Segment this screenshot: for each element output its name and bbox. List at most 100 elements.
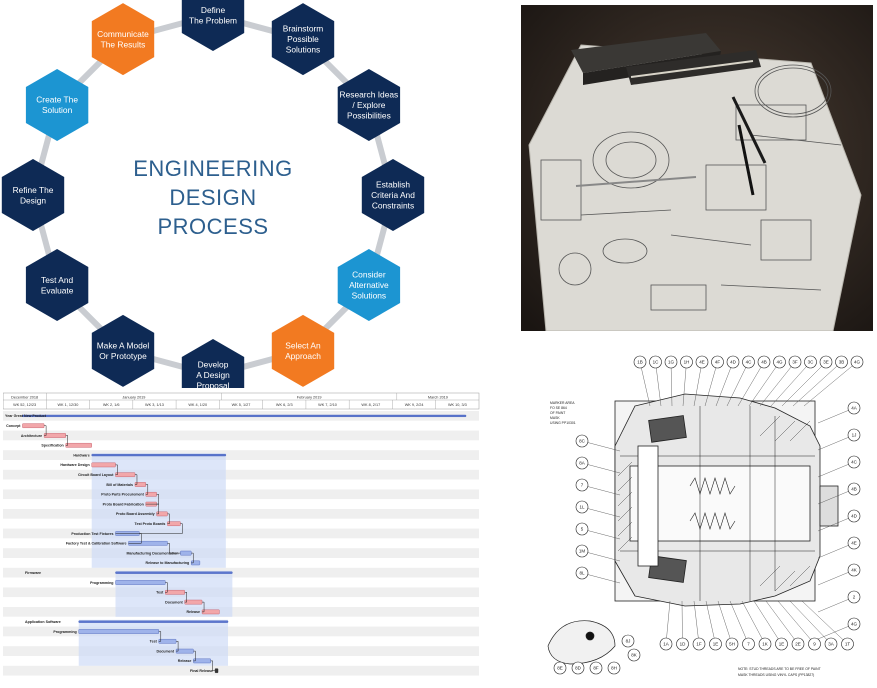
callout-label: 3E <box>823 360 829 365</box>
design-process-diagram: DefineThe ProblemBrainstormPossibleSolut… <box>0 0 515 388</box>
task-label: Circuit Board Layout <box>78 473 114 477</box>
step-label-line: A Design <box>196 370 230 380</box>
task-bar <box>92 463 116 467</box>
week-label: WK 8, 2/17 <box>361 403 380 407</box>
callout-label: 4E <box>851 541 857 546</box>
callout-label: 1J <box>852 433 857 438</box>
gantt-row <box>3 509 479 519</box>
task-label: Programming <box>53 630 76 634</box>
marker-note-line-5: USING PP10301 <box>550 421 576 425</box>
callout-label: 4K <box>851 568 857 573</box>
step-label-line: Or Prototype <box>99 351 147 361</box>
callout-bubble: 8E <box>554 662 566 674</box>
callout-label: 3C <box>808 360 815 365</box>
task-label: Concept <box>6 424 21 428</box>
gantt-chart-canvas: December 2018January 2019February 2019Ma… <box>3 392 481 680</box>
callout-bubble: 8K <box>628 649 640 661</box>
callout-label: 1L <box>579 505 585 510</box>
callout-label: 1M <box>579 549 586 554</box>
callout-label: 4G <box>776 360 783 365</box>
task-label: Architecture <box>21 434 42 438</box>
task-label: Release to Manufacturing <box>146 561 190 565</box>
callout-label: 3A <box>828 642 834 647</box>
step-label-line: Constraints <box>372 201 414 211</box>
task-bar <box>79 621 228 623</box>
center-title-line-3: PROCESS <box>157 214 268 239</box>
task-label: Proto Parts Procurement <box>101 493 144 497</box>
month-label: March 2019 <box>428 395 448 399</box>
process-step-1: DefineThe Problem <box>182 0 244 51</box>
week-label: WK 6, 2/3 <box>276 403 293 407</box>
week-label: WK 52, 12/23 <box>13 403 36 407</box>
callout-label: 4B <box>851 487 857 492</box>
task-label: Release <box>178 659 192 663</box>
center-title-line-2: DESIGN <box>169 185 256 210</box>
gantt-row <box>3 587 479 597</box>
task-label: Test <box>150 640 158 644</box>
center-title-line-1: ENGINEERING <box>133 156 293 181</box>
step-label-line: The Results <box>101 39 146 49</box>
task-label: Year Great New Product <box>5 414 47 418</box>
bottom-note-line-2: MASK THREADS USING VINYL CAPS (PP13827) <box>738 673 814 677</box>
week-label: WK 1, 12/30 <box>57 403 78 407</box>
step-label-line: Design <box>20 195 46 205</box>
callout-bubble: 1F <box>693 601 705 650</box>
callout-label: 1H <box>684 360 690 365</box>
callout-bubble: 1B <box>634 356 650 406</box>
callout-bubble: 1A <box>660 601 672 650</box>
callout-label: 4A <box>851 406 857 411</box>
task-label: Document <box>165 600 183 604</box>
step-label-line: Communicate <box>97 29 149 39</box>
task-label: Factory Test & Calibration Software <box>66 542 127 546</box>
gantt-row <box>3 646 479 656</box>
callout-label: 4C <box>746 360 753 365</box>
task-bar <box>22 415 466 417</box>
callout-label: 1D <box>680 642 687 647</box>
gantt-row <box>3 548 479 558</box>
callout-label: 1E <box>713 642 719 647</box>
marker-note-line-2: FO SE 864 <box>550 406 567 410</box>
step-label-line: Make A Model <box>97 341 150 351</box>
task-bar <box>66 443 92 447</box>
task-bar <box>79 629 159 633</box>
callout-label: 2E <box>795 642 801 647</box>
callout-label: 8F <box>593 666 599 671</box>
step-label-line: Proposal <box>196 381 229 389</box>
callout-label: 4C <box>851 460 858 465</box>
task-bar <box>116 473 135 477</box>
task-label: Proto Board Assembly <box>116 512 155 516</box>
callout-label: 1A <box>663 642 669 647</box>
callout-bubble: 4A <box>818 402 860 423</box>
task-label: Test <box>156 591 164 595</box>
callout-bubble: 1L <box>576 501 620 517</box>
gantt-task: Programming <box>90 580 165 584</box>
task-label: Document <box>157 649 175 653</box>
callout-bubble: 4E <box>818 537 860 558</box>
callout-bubble: 5 <box>576 523 620 539</box>
week-label: WK 7, 2/10 <box>318 403 337 407</box>
task-label: Proto Board Fabrication <box>103 502 144 506</box>
callout-bubble: 2 <box>818 591 860 612</box>
step-label-line: Develop <box>198 360 229 370</box>
callout-label: 8L <box>579 571 585 576</box>
task-bar <box>185 600 202 604</box>
callout-label: 3B <box>839 360 845 365</box>
gantt-row <box>3 480 479 490</box>
callout-label: 8D <box>575 666 582 671</box>
week-label: WK 4, 1/20 <box>188 403 207 407</box>
step-label-line: Refine The <box>13 185 54 195</box>
callout-label: 8A <box>579 461 585 466</box>
step-label-line: Approach <box>285 351 321 361</box>
marker-note-line-4: MASK <box>550 416 560 420</box>
gantt-task: Hardware Design <box>60 463 115 467</box>
step-label-line: Research Ideas <box>340 90 399 100</box>
callout-label: 5H <box>729 642 735 647</box>
gantt-row <box>3 636 479 646</box>
task-label: Hardware <box>73 453 89 457</box>
step-label-line: Evaluate <box>41 285 74 295</box>
callout-label: 4D <box>730 360 737 365</box>
callout-label: 1K <box>762 642 768 647</box>
gantt-row <box>3 607 479 617</box>
callout-bubble: 8J <box>622 635 634 647</box>
